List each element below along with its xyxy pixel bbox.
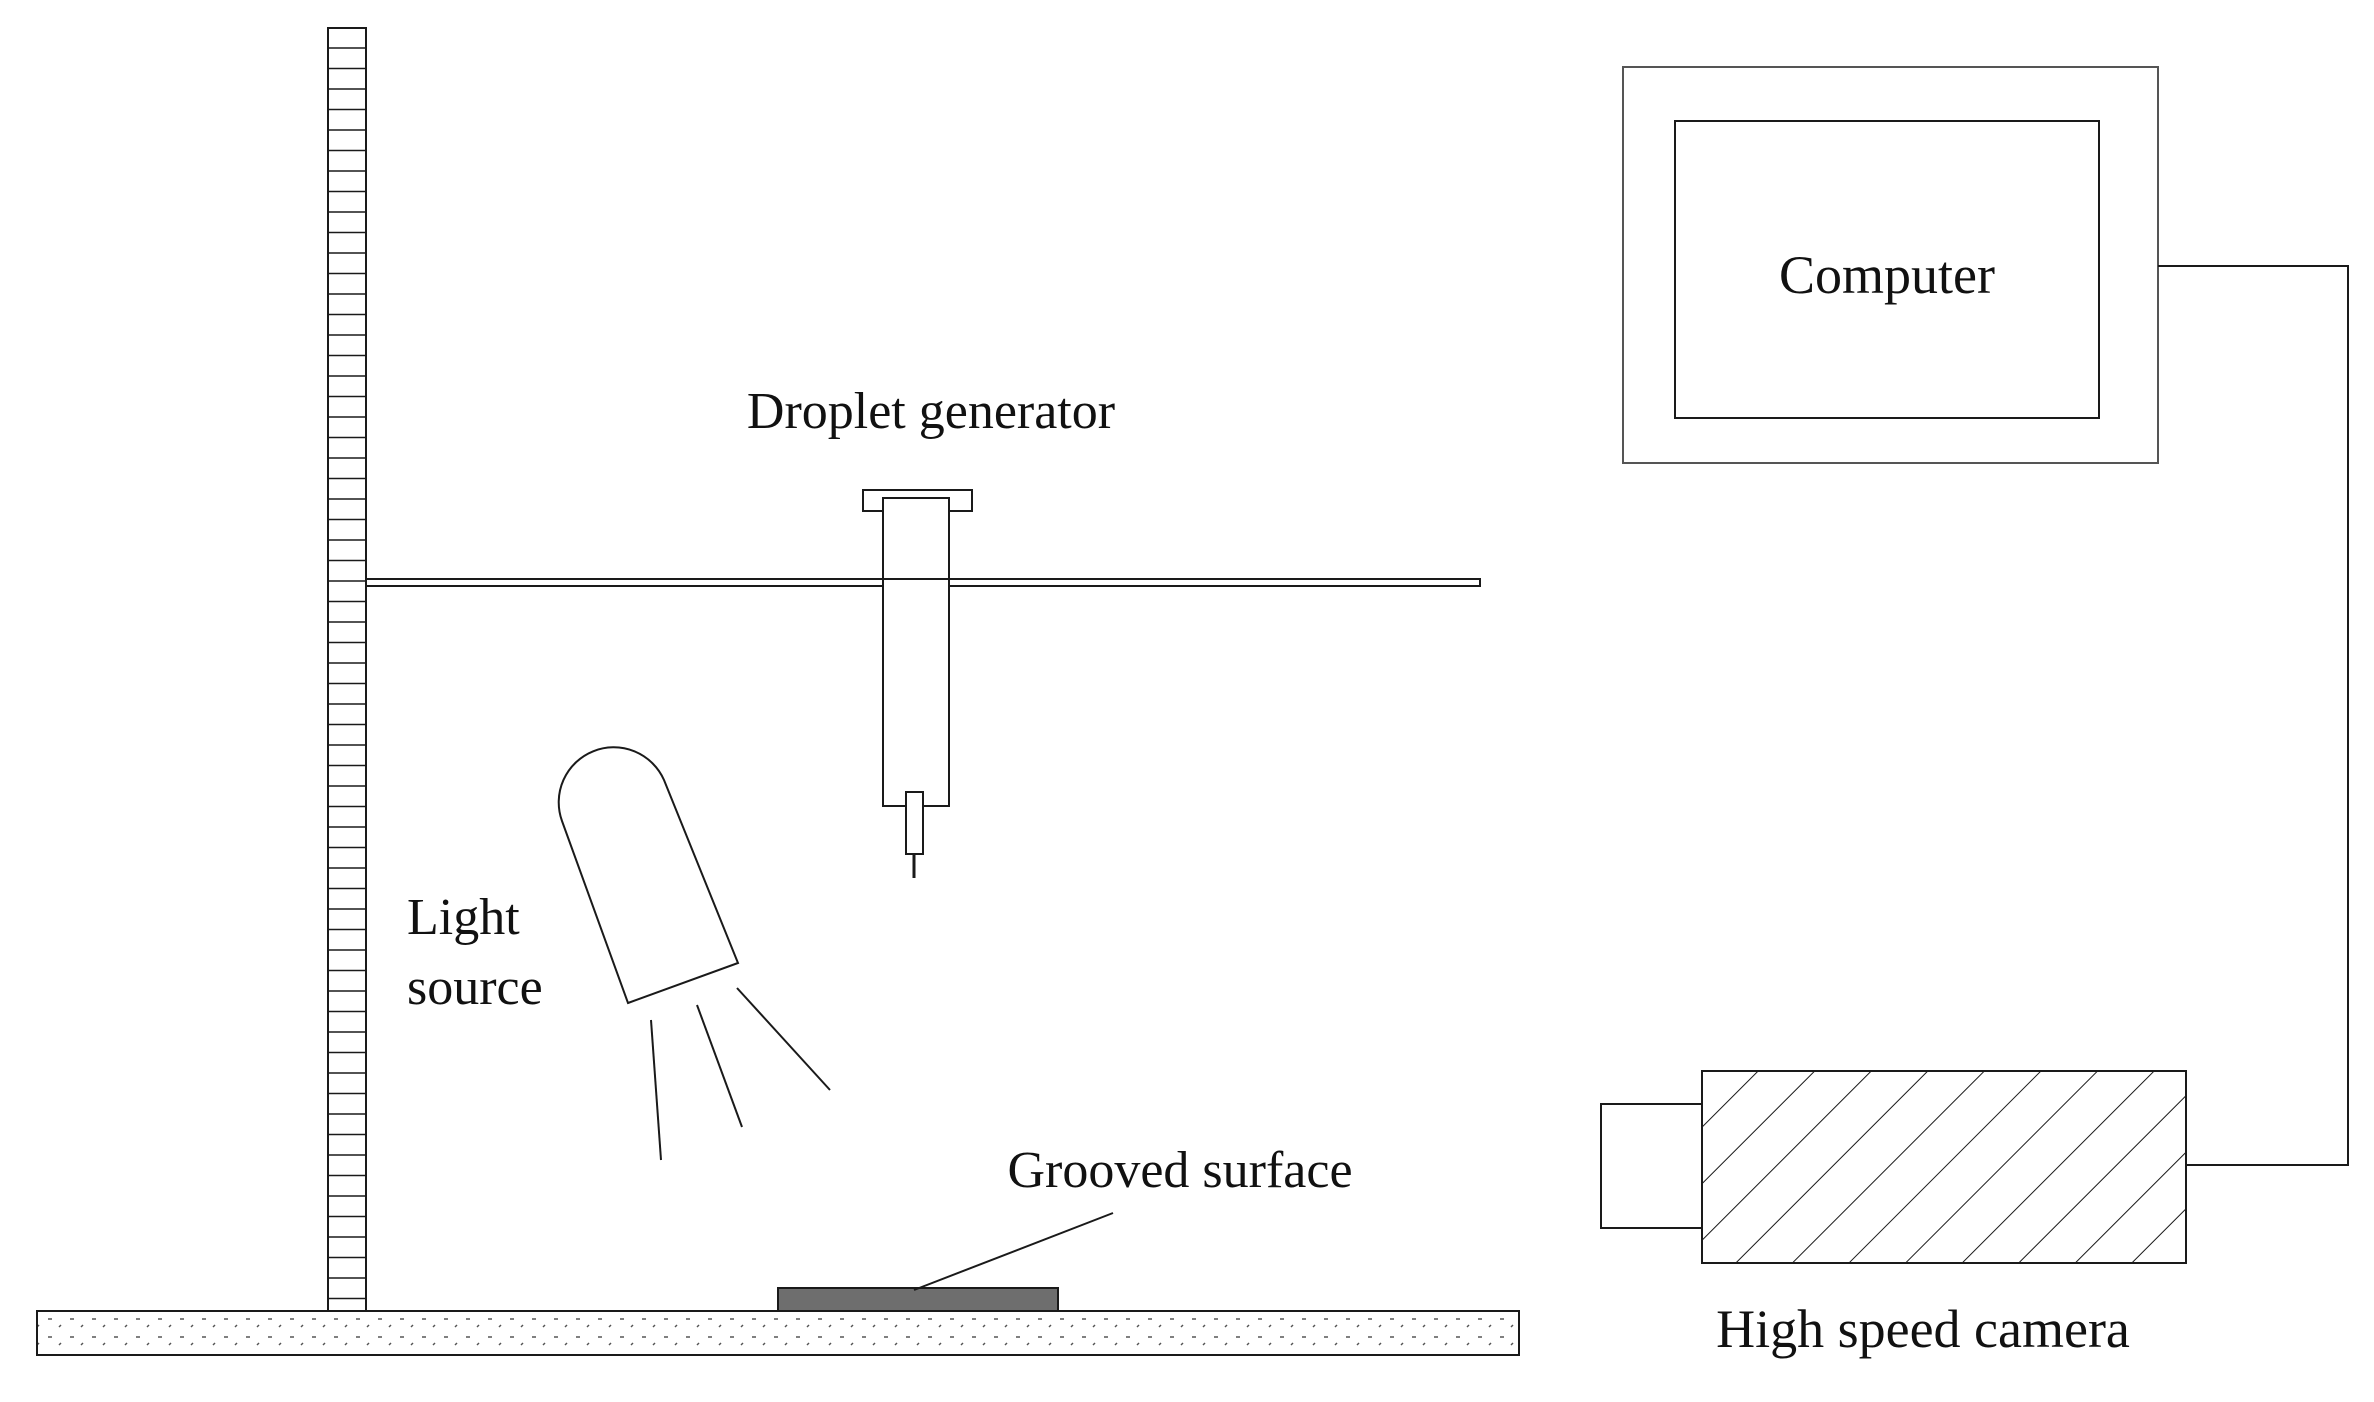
grooved-surface-pointer <box>913 1212 1114 1291</box>
label-grooved-surface: Grooved surface <box>1007 1142 1352 1199</box>
label-droplet-generator: Droplet generator <box>747 383 1115 440</box>
high-speed-camera <box>1600 1070 2187 1264</box>
base-platform <box>36 1310 1520 1356</box>
light-source-lamp <box>557 746 831 1161</box>
stand-graduations <box>328 47 366 1300</box>
droplet-generator-syringe <box>366 489 1480 878</box>
computer-monitor <box>1622 66 2159 464</box>
label-light-source-line1: Light <box>407 889 520 946</box>
vertical-stand <box>327 27 367 1312</box>
camera-cable <box>2158 265 2349 1166</box>
label-high-speed-camera: High speed camera <box>1716 1299 2130 1359</box>
label-light-source-line2: source <box>407 959 543 1016</box>
grooved-surface <box>777 1287 1059 1312</box>
label-computer: Computer <box>1779 245 1995 305</box>
